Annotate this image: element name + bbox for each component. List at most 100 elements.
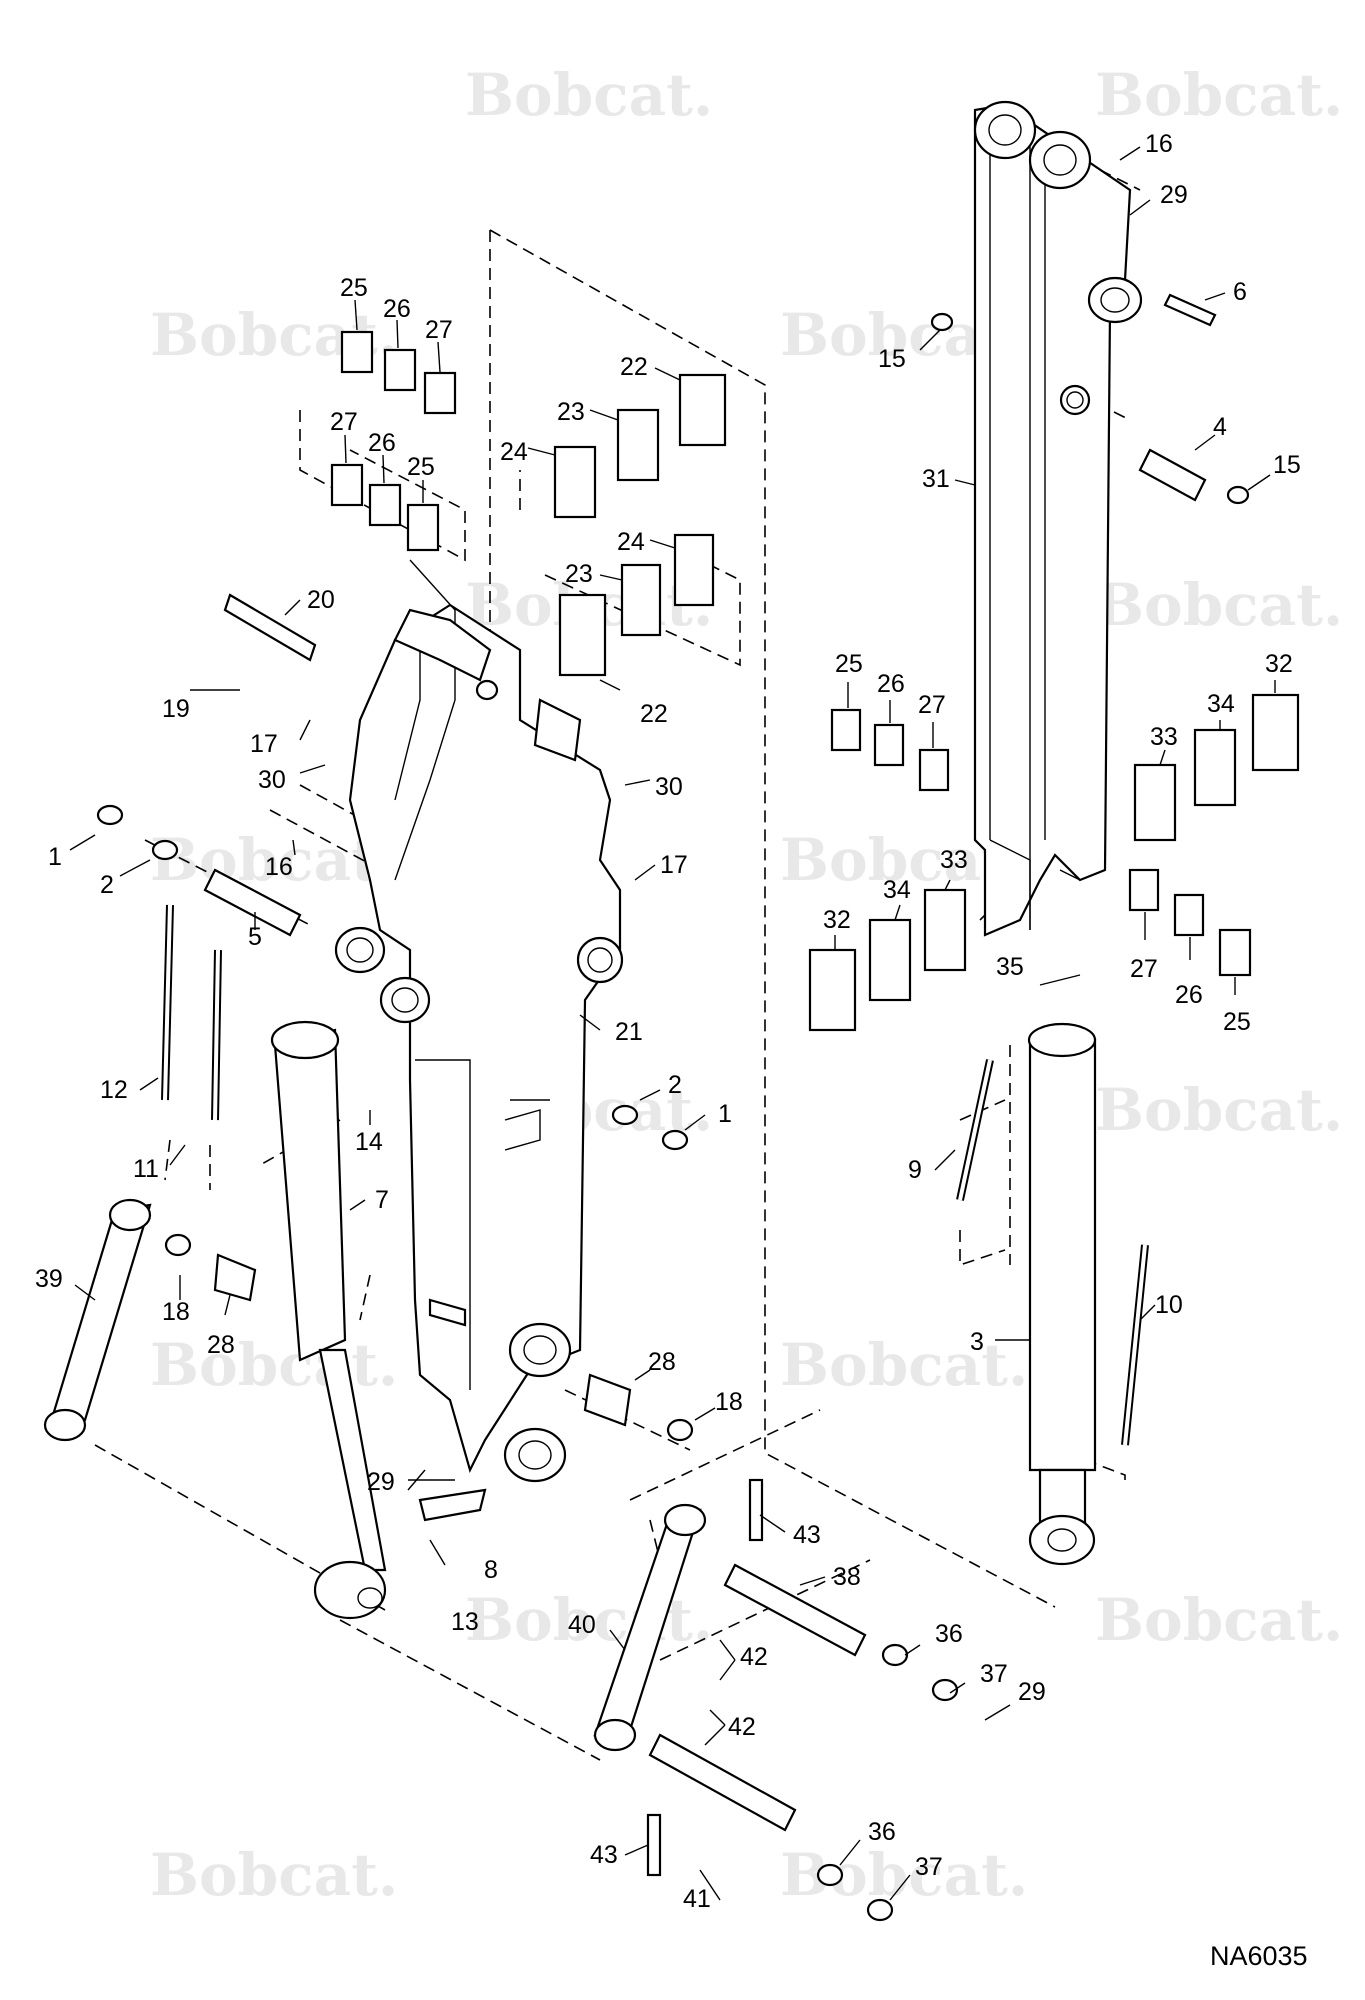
callout-24: 24: [500, 438, 528, 466]
bobcat-watermark: Bobcat.: [1095, 571, 1343, 639]
callout-37: 37: [915, 1853, 943, 1881]
callout-30: 30: [258, 766, 286, 794]
callout-34: 34: [1207, 690, 1235, 718]
cylinder-7: [270, 1020, 387, 1620]
shim-23b: [620, 563, 662, 637]
callout-24: 24: [617, 528, 645, 556]
callout-22: 22: [640, 700, 668, 728]
wear-pad-set-upper-left: [330, 330, 457, 552]
callout-labels: 25 26 27 27 26 25 22 23 24 24 23 22 20 1…: [35, 130, 1301, 1913]
shim-27d: [1128, 868, 1160, 912]
cylinder-3: [1027, 1022, 1097, 1566]
bobcat-watermark: Bobcat.: [465, 61, 713, 129]
bobcat-watermark: Bobcat.: [1095, 1076, 1343, 1144]
bobcat-watermark: Bobcat.: [150, 1841, 398, 1909]
wear-pad-22b: [558, 593, 607, 677]
callout-23: 23: [565, 560, 593, 588]
shim-27: [423, 371, 457, 415]
shim-33: [1133, 763, 1177, 842]
callout-34: 34: [883, 876, 911, 904]
shim-24b: [673, 533, 715, 607]
bobcat-watermark: Bobcat.: [780, 1331, 1028, 1399]
callout-23: 23: [557, 398, 585, 426]
bobcat-watermarks: Bobcat. Bobcat. Bobcat. Bobcat. Bobcat. Bobca…: [150, 61, 1343, 1909]
shim-26b: [368, 483, 402, 527]
callout-30: 30: [655, 773, 683, 801]
arm-31: [973, 100, 1143, 937]
callout-28: 28: [648, 1348, 676, 1376]
bobcat-watermark: Bobcat.: [1095, 61, 1343, 129]
leader-lines: [69, 146, 1276, 1901]
callout-18: 18: [162, 1298, 190, 1326]
callout-29: 29: [367, 1468, 395, 1496]
shim-23: [616, 408, 660, 482]
callout-1: 1: [718, 1100, 732, 1128]
callout-25: 25: [1223, 1008, 1251, 1036]
callout-27: 27: [425, 316, 453, 344]
bushing-28b: [583, 1373, 632, 1427]
pin-4: [1138, 448, 1207, 502]
links: [43, 1198, 707, 1752]
callout-22: 22: [620, 353, 648, 381]
boom-top-bracket: [393, 608, 499, 701]
callout-32: 32: [823, 906, 851, 934]
shim-33b: [923, 888, 967, 972]
pins: [203, 293, 1217, 1832]
bobcat-watermark: Bobcat.: [150, 1331, 398, 1399]
callout-37: 37: [980, 1660, 1008, 1688]
callout-35: 35: [996, 953, 1024, 981]
bushing-28: [213, 1253, 257, 1302]
wear-pad-25d: [1218, 928, 1252, 977]
callout-38: 38: [833, 1563, 861, 1591]
callout-25: 25: [407, 453, 435, 481]
callout-26: 26: [383, 295, 411, 323]
callout-36: 36: [935, 1620, 963, 1648]
callout-25: 25: [340, 274, 368, 302]
callout-33: 33: [1150, 723, 1178, 751]
callout-27: 27: [1130, 955, 1158, 983]
callout-7: 7: [375, 1186, 389, 1214]
callout-42: 42: [740, 1643, 768, 1671]
callout-29: 29: [1160, 181, 1188, 209]
callout-43: 43: [590, 1841, 618, 1869]
shim-34: [1193, 728, 1237, 807]
shim-34b: [868, 918, 912, 1002]
wear-pad-32b: [808, 948, 857, 1032]
shim-24: [553, 445, 597, 519]
link-39: [48, 1203, 152, 1427]
pin-5: [203, 868, 302, 937]
hoses: [161, 904, 1149, 1446]
callout-29: 29: [1018, 1678, 1046, 1706]
callout-16: 16: [265, 853, 293, 881]
pin-38: [723, 1563, 867, 1657]
callout-41: 41: [683, 1885, 711, 1913]
callout-25: 25: [835, 650, 863, 678]
callout-2: 2: [100, 871, 114, 899]
callout-11: 11: [133, 1155, 159, 1183]
callout-5: 5: [248, 923, 262, 951]
callout-40: 40: [568, 1611, 596, 1639]
callout-28: 28: [207, 1331, 235, 1359]
callout-15: 15: [1273, 451, 1301, 479]
callout-12: 12: [100, 1076, 128, 1104]
callout-43: 43: [793, 1521, 821, 1549]
callout-26: 26: [368, 429, 396, 457]
callout-42: 42: [728, 1713, 756, 1741]
callout-4: 4: [1213, 413, 1227, 441]
shim-27b: [330, 463, 364, 507]
boom-21: [334, 559, 624, 1483]
callout-27: 27: [330, 408, 358, 436]
bolt-43: [748, 1478, 764, 1542]
small-parts: [96, 312, 1250, 1922]
callout-6: 6: [1233, 278, 1247, 306]
plate-8: [418, 1488, 487, 1522]
shim-26c: [873, 723, 905, 767]
wear-pad-25c: [830, 708, 862, 752]
pin-20: [223, 593, 317, 662]
callout-36: 36: [868, 1818, 896, 1846]
callout-14: 14: [355, 1128, 383, 1156]
callout-26: 26: [1175, 981, 1203, 1009]
callout-8: 8: [484, 1556, 498, 1584]
callout-20: 20: [307, 586, 335, 614]
